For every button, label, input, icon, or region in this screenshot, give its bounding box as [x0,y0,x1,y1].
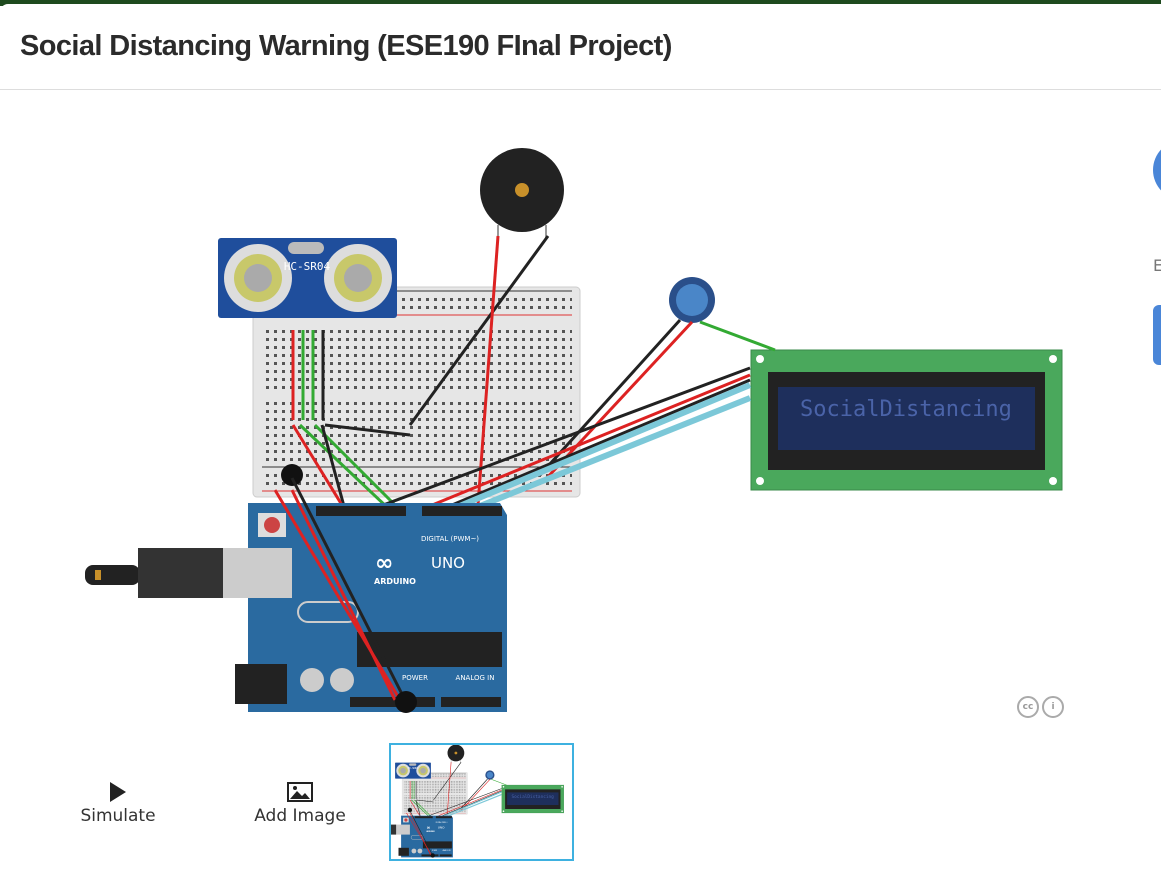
lcd-display: SocialDistancing [750,349,1063,491]
add-image-button[interactable]: Add Image [248,780,352,826]
attribution-icon: i [1042,696,1064,718]
sidebar-action-button[interactable] [1153,305,1161,365]
lcd-text: SocialDistancing [800,397,1012,422]
analog-label: ANALOG IN [456,674,495,682]
board-model: UNO [431,554,465,572]
avatar[interactable] [1153,140,1161,200]
top-strip [0,0,1161,6]
power-label: POWER [402,674,428,682]
digital-label: DIGITAL (PWM~) [421,535,479,543]
cc-icon: cc [1017,696,1039,718]
circuit-view[interactable]: HC-SR04 SocialDistancing ∞ [0,90,1100,730]
page-title: Social Distancing Warning (ESE190 FInal … [20,30,672,62]
thumbnail-circuit[interactable] [389,743,574,861]
header: Social Distancing Warning (ESE190 FInal … [0,4,1161,90]
board-brand: ARDUINO [374,577,416,586]
sidebar-partial-label: E [1153,256,1161,275]
image-icon [287,782,313,802]
usb-cable [85,548,223,598]
arduino-board: ∞ UNO ARDUINO DIGITAL (PWM~) POWER ANALO… [220,503,507,712]
play-icon [110,782,126,802]
license-icons: cc i [1017,696,1064,718]
svg-text:∞: ∞ [375,551,393,576]
simulate-button[interactable]: Simulate [72,780,164,826]
sensor-label: HC-SR04 [284,260,331,273]
ultrasonic-sensor: HC-SR04 [218,238,397,318]
